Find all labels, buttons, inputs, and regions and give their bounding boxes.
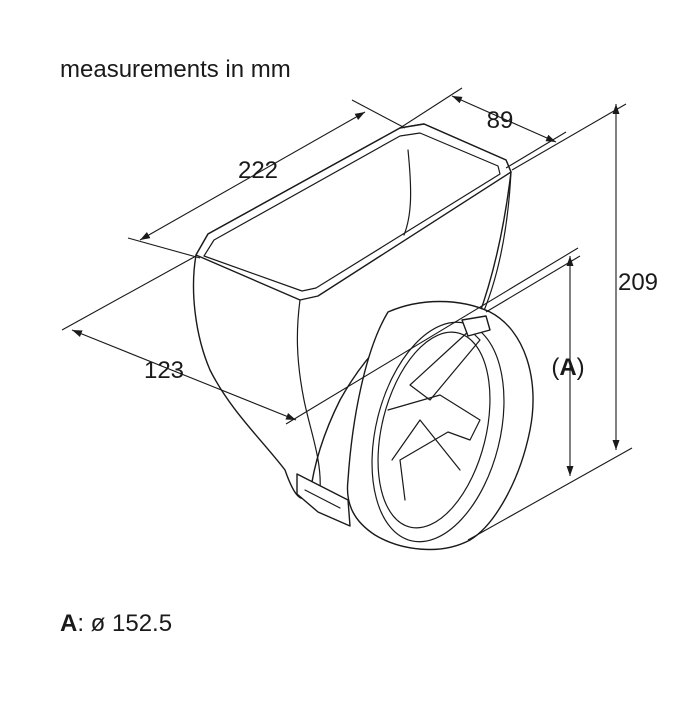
footnote-text: : ø 152.5: [77, 610, 173, 637]
diameter-footnote: A: ø 152.5: [60, 610, 172, 638]
width-dim-line: [451, 95, 557, 143]
length-label: 222: [238, 157, 278, 184]
ref-letter: A: [559, 354, 576, 381]
damper-frame: [387, 394, 481, 501]
depth-dim-line: [71, 329, 297, 421]
body-front-edge: [296, 299, 321, 491]
diameter-ext-top: [485, 255, 581, 313]
dimension-height: 209: [467, 103, 658, 541]
diameter-reference-label: (A): [551, 354, 584, 381]
dimension-length: 222: [127, 99, 406, 259]
ref-open-paren: (: [551, 354, 559, 381]
length-ext-right: [351, 99, 406, 129]
measurement-unit-note: measurements in mm: [60, 56, 291, 83]
footnote-key: A: [60, 610, 78, 637]
spigot-outer-ring: [346, 300, 534, 551]
flange-tab-inner: [304, 489, 341, 509]
depth-ext-right: [285, 247, 579, 425]
height-label: 209: [618, 269, 658, 296]
damper-flap: [409, 329, 481, 401]
height-ext-top: [511, 103, 627, 171]
width-ext-right: [505, 131, 567, 169]
ref-close-paren: ): [577, 354, 585, 381]
ring-tab: [461, 315, 491, 337]
depth-ext-left: [61, 255, 197, 331]
length-ext-left: [127, 237, 201, 259]
damper-vane: [391, 419, 461, 471]
depth-label: 123: [144, 357, 184, 384]
width-ext-left: [399, 87, 463, 129]
dimension-diameter: (A): [485, 255, 585, 476]
height-ext-bottom: [467, 447, 633, 541]
round-spigot: [346, 300, 534, 551]
width-label: 89: [487, 107, 514, 134]
body-right-edge: [479, 171, 512, 321]
spigot-inner-rim: [377, 331, 491, 529]
dimension-width: 89: [399, 87, 567, 169]
length-dim-line: [139, 111, 366, 241]
dimension-depth: 123: [61, 247, 579, 425]
body-inner-edge: [403, 149, 412, 236]
